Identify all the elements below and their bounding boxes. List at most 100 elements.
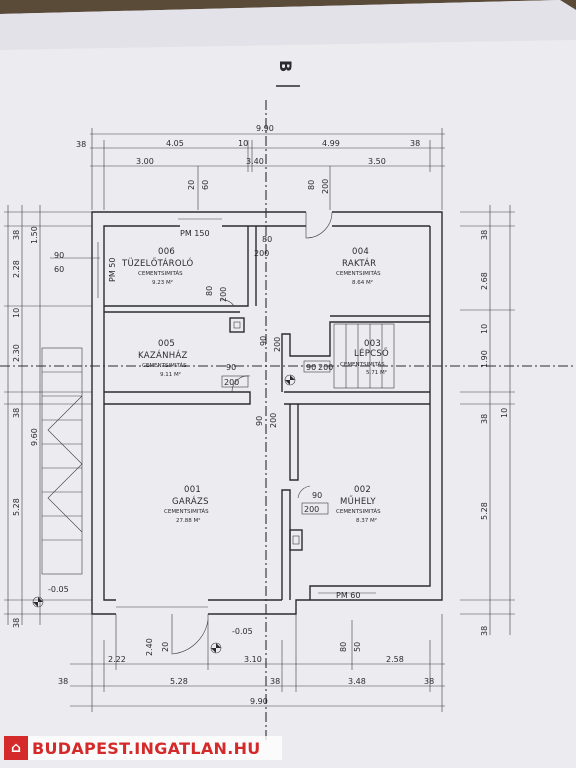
door-2-h: 200 — [219, 287, 228, 302]
left-dim-10: 5.28 — [12, 498, 21, 516]
section-marker: B — [276, 60, 295, 72]
window-pm60-label: PM 60 — [336, 591, 360, 600]
right-dim-6: 10 — [500, 408, 509, 418]
door-5-w: 90 — [306, 363, 316, 372]
left-dim-11: 38 — [12, 618, 21, 628]
top-dim-2: 4.05 — [166, 139, 184, 148]
house-logo-icon: ⌂ — [4, 736, 28, 760]
left-dim-4: 90 — [54, 251, 64, 260]
door-5-h: 200 — [318, 363, 333, 372]
left-dim-6: 10 — [12, 308, 21, 318]
svg-text:CEMENTSIMITÁS: CEMENTSIMITÁS — [142, 362, 187, 369]
bottom-dim-1: 2.22 — [108, 655, 126, 664]
level-left-label: -0.05 — [48, 585, 69, 594]
svg-text:CEMENTSIMITÁS: CEMENTSIMITÁS — [340, 361, 385, 368]
door-5-box — [303, 360, 331, 373]
svg-text:LÉPCSŐ: LÉPCSŐ — [354, 347, 389, 359]
door-4-box — [221, 375, 249, 388]
building-walls — [91, 211, 443, 655]
top-dim-1: 38 — [76, 140, 86, 149]
door-1-h: 200 — [254, 249, 269, 258]
top-dim-8: 3.50 — [368, 157, 386, 166]
svg-text:27.88 M²: 27.88 M² — [176, 517, 200, 524]
top-dim-4: 4.99 — [322, 139, 340, 148]
svg-text:CEMENTSIMITÁS: CEMENTSIMITÁS — [336, 508, 381, 515]
watermark[interactable]: ⌂ BUDAPEST.INGATLAN.HU — [4, 736, 282, 760]
left-dim-3: 2.28 — [12, 260, 21, 278]
door-6-h: 200 — [269, 413, 278, 428]
top-dimension-lines — [90, 128, 445, 210]
svg-text:9.23 M²: 9.23 M² — [152, 279, 173, 286]
svg-text:006: 006 — [158, 247, 175, 257]
room-002: 002 MŰHELY CEMENTSIMITÁS 8.37 M² — [336, 485, 381, 524]
svg-text:CEMENTSIMITÁS: CEMENTSIMITÁS — [336, 270, 381, 277]
bottom-dim-3: 20 — [161, 642, 170, 652]
svg-text:8.37 M²: 8.37 M² — [356, 517, 377, 524]
top-dim-3: 10 — [238, 139, 248, 148]
svg-text:RAKTÁR: RAKTÁR — [342, 257, 376, 269]
right-dim-3: 10 — [480, 324, 489, 334]
svg-text:KAZÁNHÁZ: KAZÁNHÁZ — [138, 349, 188, 361]
door-4-w: 90 — [226, 363, 236, 372]
bottom-total-dim: 9.90 — [250, 697, 268, 706]
room-003: 003 LÉPCSŐ CEMENTSIMITÁS 5.71 M² — [340, 339, 389, 376]
door-3-h: 200 — [273, 337, 282, 352]
bottom-dim-2: 2.40 — [145, 638, 154, 656]
right-dim-8: 38 — [480, 626, 489, 636]
door-7-h: 200 — [304, 505, 319, 514]
svg-text:CEMENTSIMITÁS: CEMENTSIMITÁS — [164, 508, 209, 515]
room-004: 004 RAKTÁR CEMENTSIMITÁS 8.64 M² — [336, 247, 381, 286]
top-total-dim: 9.90 — [256, 124, 274, 133]
room-006: 006 TÜZELŐTÁROLÓ CEMENTSIMITÁS 9.23 M² — [121, 247, 193, 286]
svg-text:004: 004 — [352, 247, 369, 257]
svg-text:002: 002 — [354, 485, 371, 495]
level-marker-center — [284, 374, 296, 386]
room-001: 001 GARÁZS CEMENTSIMITÁS 27.88 M² — [164, 485, 209, 524]
top-dim-5: 38 — [410, 139, 420, 148]
bottom-dim-10: 38 — [270, 677, 280, 686]
svg-text:003: 003 — [364, 339, 381, 349]
bottom-dim-6: 50 — [353, 642, 362, 652]
bottom-dim-5: 80 — [339, 642, 348, 652]
right-dimension-lines — [460, 205, 515, 635]
top-vert-dim-4: 200 — [321, 179, 330, 194]
top-vert-dim-2: 60 — [201, 180, 210, 190]
paper-shade — [0, 0, 576, 50]
door-7-w: 90 — [312, 491, 322, 500]
left-dim-5: 60 — [54, 265, 64, 274]
bottom-dimension-lines — [70, 614, 445, 712]
door-6-w: 90 — [255, 416, 264, 426]
door-7-box — [301, 502, 329, 515]
svg-text:GARÁZS: GARÁZS — [172, 495, 209, 507]
left-dim-1: 38 — [12, 230, 21, 240]
room-005: 005 KAZÁNHÁZ CEMENTSIMITÁS 9.11 M² — [138, 339, 188, 378]
svg-text:005: 005 — [158, 339, 175, 349]
right-dim-2: 2.68 — [480, 272, 489, 290]
left-dimension-lines — [4, 205, 100, 625]
window-pm150-label: PM 150 — [180, 229, 210, 238]
top-vert-dim-1: 20 — [187, 180, 196, 190]
svg-text:MŰHELY: MŰHELY — [340, 496, 376, 507]
bottom-dim-9: 5.28 — [170, 677, 188, 686]
window-pm50-label: PM 50 — [108, 258, 117, 282]
left-dim-8: 38 — [12, 408, 21, 418]
svg-text:CEMENTSIMITÁS: CEMENTSIMITÁS — [138, 270, 183, 277]
bottom-dim-12: 38 — [424, 677, 434, 686]
top-dim-7: 3.40 — [246, 157, 264, 166]
door-1-w: 80 — [262, 235, 272, 244]
svg-text:001: 001 — [184, 485, 201, 495]
door-4-h: 200 — [224, 378, 239, 387]
bottom-dim-11: 3.48 — [348, 677, 366, 686]
top-dim-6: 3.00 — [136, 157, 154, 166]
svg-text:5.71 M²: 5.71 M² — [366, 369, 387, 376]
left-dim-7: 2.30 — [12, 344, 21, 362]
top-vert-dim-3: 80 — [307, 180, 316, 190]
watermark-text: BUDAPEST.INGATLAN.HU — [32, 738, 261, 758]
svg-text:8.64 M²: 8.64 M² — [352, 279, 373, 286]
bottom-dim-7: 2.58 — [386, 655, 404, 664]
door-2-w: 80 — [205, 286, 214, 296]
svg-text:9.11 M²: 9.11 M² — [160, 371, 181, 378]
right-dim-7: 5.28 — [480, 502, 489, 520]
bottom-dim-4: 3.10 — [244, 655, 262, 664]
